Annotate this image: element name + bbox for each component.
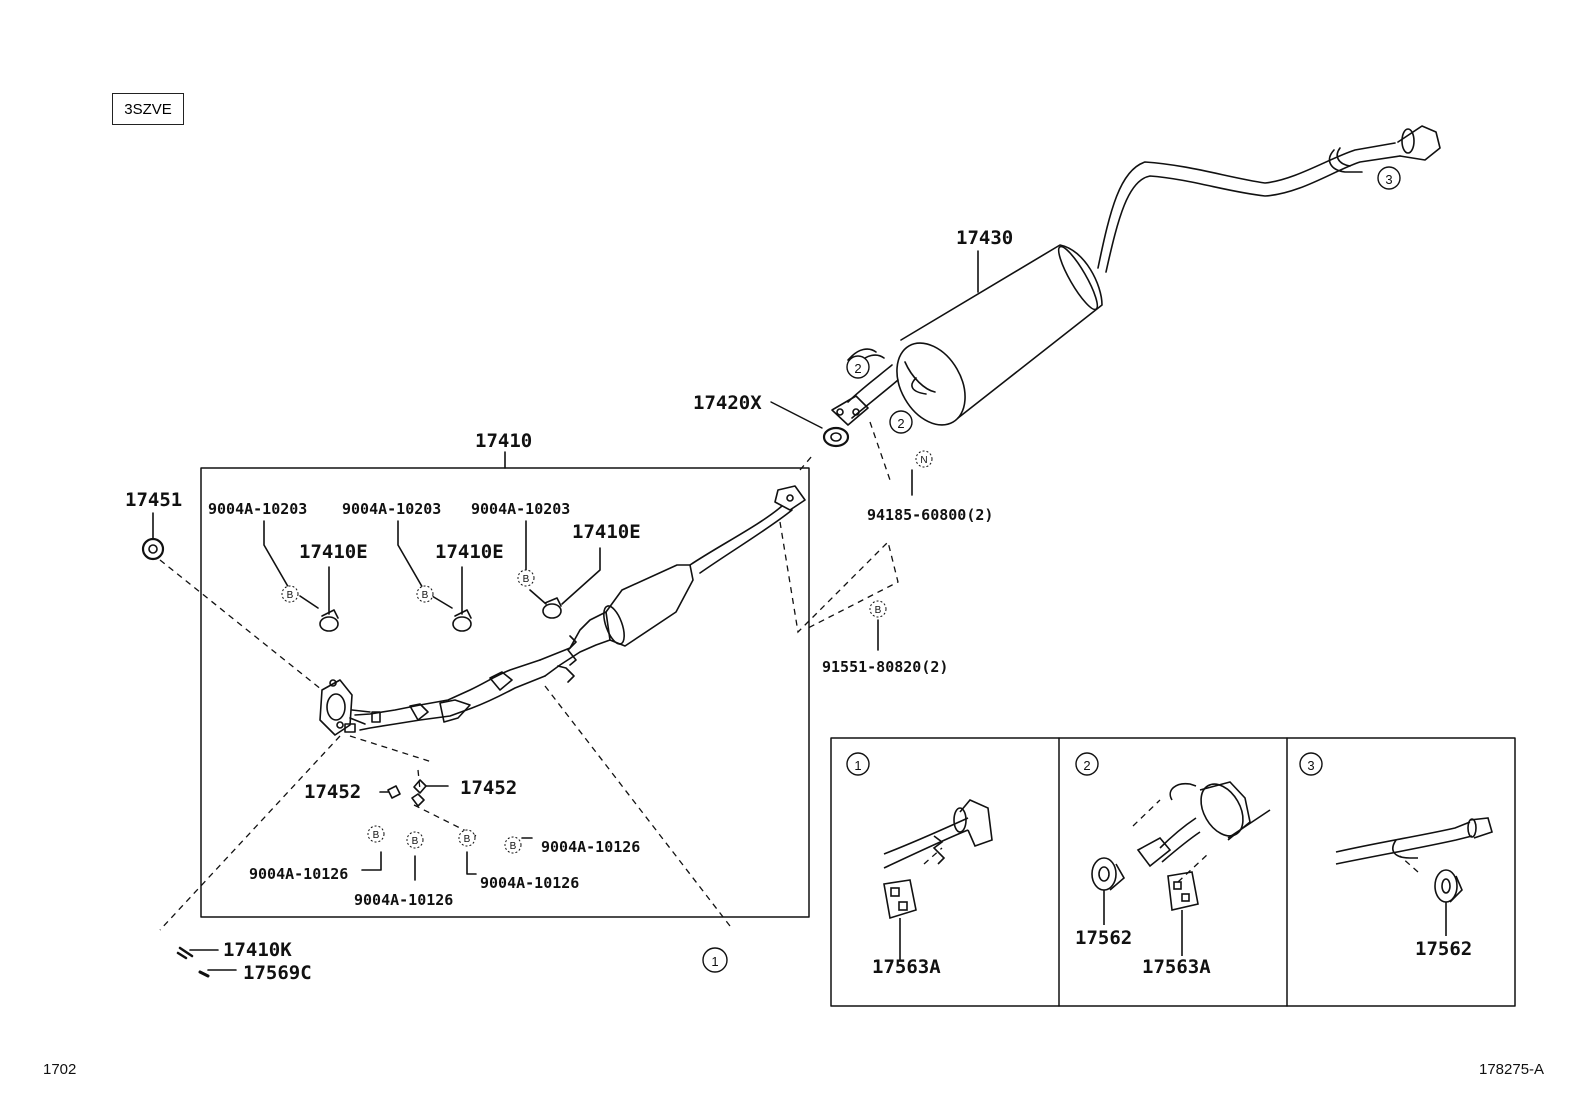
muffler-drawing [831,125,1441,426]
detail-panels-frame [830,737,1516,1007]
label-fastener-3[interactable]: 9004A-10126 [480,874,580,892]
label-fastener-1[interactable]: 9004A-10126 [541,838,641,856]
detail-1-drawing [883,799,993,960]
ref-1-marker [702,947,728,973]
detail-3-drawing [1335,817,1493,936]
engine-code-badge: 3SZVE [112,93,184,125]
label-ring-gasket[interactable]: 17451 [125,489,183,511]
label-bracket-left[interactable]: 17452 [304,781,362,803]
ref-2-marker [889,410,913,434]
label-clamp-part-c[interactable]: 17410E [572,521,641,543]
ref-3-text: 3 [1385,172,1392,187]
svg-text:2: 2 [1083,758,1090,773]
label-muffler[interactable]: 17430 [956,227,1014,249]
detail-2-drawing [1091,781,1271,956]
label-bolt[interactable]: 91551-80820(2) [822,658,949,676]
label-gasket-front[interactable]: 17420X [693,392,762,414]
clamps-drawing [319,597,562,632]
page-number: 1702 [43,1061,77,1078]
svg-text:B: B [875,605,882,616]
svg-text:B: B [422,590,429,601]
label-clamp-a[interactable]: 9004A-10203 [208,500,308,518]
label-stud[interactable]: 17410K [223,939,292,961]
label-clamp-c[interactable]: 9004A-10203 [471,500,571,518]
label-fastener-2[interactable]: 9004A-10126 [249,865,349,883]
svg-text:B: B [523,574,530,585]
svg-text:2: 2 [897,416,904,431]
front-pipe-drawing [319,485,806,736]
label-spring[interactable]: 17569C [243,962,312,984]
panel-1-number [846,752,870,776]
svg-text:3: 3 [1307,758,1314,773]
diagram-id: 178275-A [1479,1061,1545,1078]
svg-text:N: N [920,455,927,466]
panel-2-number [1075,752,1099,776]
svg-text:B: B [510,841,517,852]
ref-2-marker [846,355,870,379]
svg-text:1: 1 [854,758,861,773]
label-clamp-b[interactable]: 9004A-10203 [342,500,442,518]
label-detail2-part-a[interactable]: 17562 [1075,927,1133,949]
svg-text:1: 1 [711,954,718,969]
svg-text:B: B [412,836,419,847]
svg-text:B: B [464,834,471,845]
svg-text:2: 2 [854,361,861,376]
label-clamp-part-b[interactable]: 17410E [435,541,504,563]
panel-3-number [1299,752,1323,776]
label-detail2-part-b[interactable]: 17563A [1142,956,1211,978]
label-detail1-part[interactable]: 17563A [872,956,941,978]
label-bracket-right[interactable]: 17452 [460,777,518,799]
label-front-pipe[interactable]: 17410 [475,430,533,452]
label-nut[interactable]: 94185-60800(2) [867,506,994,524]
ref-3-marker [1377,166,1401,190]
svg-text:B: B [373,830,380,841]
label-clamp-part-a[interactable]: 17410E [299,541,368,563]
label-fastener-4[interactable]: 9004A-10126 [354,891,454,909]
label-detail3-part[interactable]: 17562 [1415,938,1473,960]
svg-text:B: B [287,590,294,601]
